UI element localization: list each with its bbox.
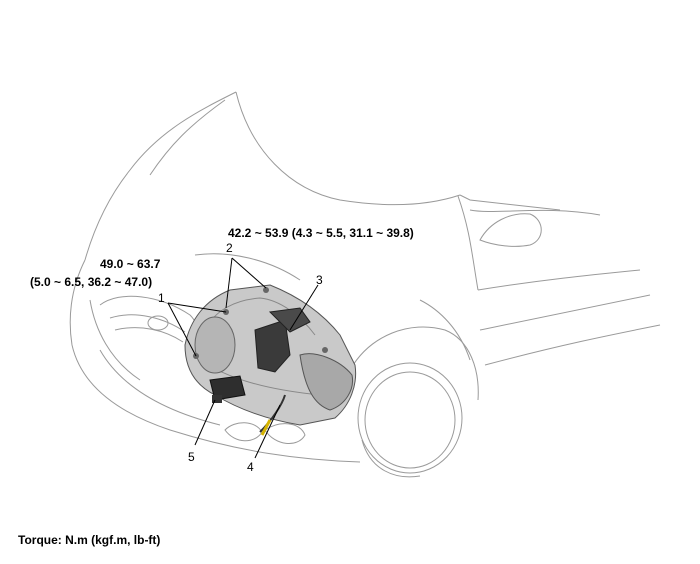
torque-label-front-mount-line1: 49.0 ~ 63.7: [100, 257, 161, 271]
torque-label-upper-mount: 42.2 ~ 53.9 (4.3 ~ 5.5, 31.1 ~ 39.8): [228, 226, 414, 240]
callout-5: 5: [188, 450, 195, 464]
callout-1: 1: [158, 291, 165, 305]
callout-4: 4: [247, 460, 254, 474]
leader-lines: [167, 257, 319, 459]
car-front-outline: [69, 91, 661, 478]
transaxle-assembly: [184, 284, 357, 436]
callout-2: 2: [226, 241, 233, 255]
torque-label-front-mount-line2: (5.0 ~ 6.5, 36.2 ~ 47.0): [30, 275, 152, 289]
torque-units-note: Torque: N.m (kgf.m, lb-ft): [18, 533, 160, 547]
callout-3: 3: [316, 273, 323, 287]
